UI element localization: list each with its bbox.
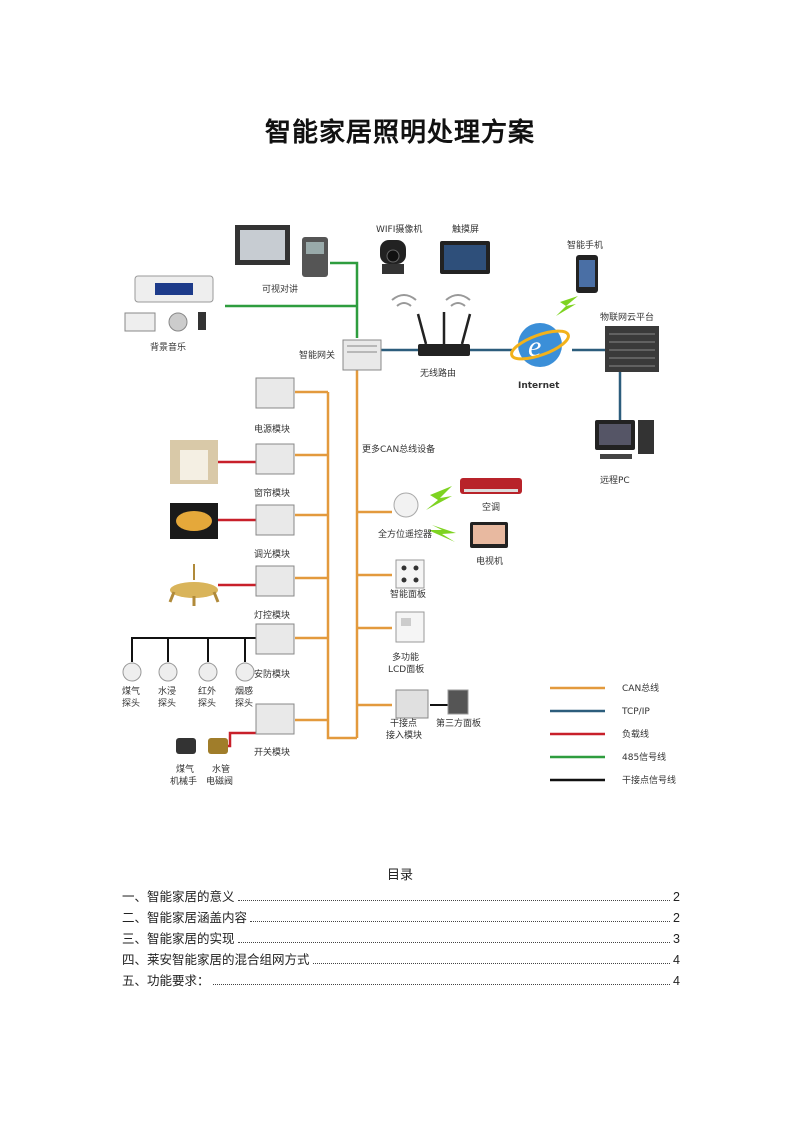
chandelier-icon — [170, 503, 218, 539]
label-water-valve-1: 水管 — [212, 763, 230, 775]
tv-icon — [470, 522, 508, 548]
label-water-probe-1: 水浸 — [158, 685, 176, 697]
label-water-probe-2: 探头 — [158, 697, 176, 709]
toc-leader-dots — [250, 921, 670, 922]
legend-label: 负载线 — [622, 728, 649, 740]
server-rack-icon — [605, 326, 659, 372]
toc-entry-page: 2 — [673, 911, 680, 925]
third-party-panel-icon — [448, 690, 468, 714]
legend-label: CAN总线 — [622, 682, 659, 694]
tcpip-lines — [380, 350, 620, 420]
label-wifi-camera: WIFI摄像机 — [376, 223, 422, 235]
dry-contact-module-icon — [396, 690, 428, 718]
label-curtain-module: 窗帘模块 — [254, 487, 290, 499]
label-switch-module: 开关模块 — [254, 746, 290, 758]
toc-leader-dots — [238, 900, 671, 901]
label-dry-contact-2: 接入模块 — [386, 729, 422, 741]
wireless-signal-icons — [392, 295, 470, 306]
curtain-icon — [170, 440, 218, 484]
toc-entry[interactable]: 一、智能家居的意义 2 — [122, 886, 680, 907]
video-intercom-icon — [235, 225, 328, 277]
label-internet: Internet — [518, 381, 560, 391]
can-bus-lines — [295, 370, 392, 738]
label-smart-panel: 智能面板 — [390, 588, 426, 600]
background-music-icon — [125, 276, 213, 331]
label-gas-arm-2: 机械手 — [170, 775, 197, 787]
toc-entry-page: 4 — [673, 974, 680, 988]
toc-entry[interactable]: 五、功能要求： 4 — [122, 970, 680, 991]
router-icon — [418, 312, 470, 356]
legend-label: 干接点信号线 — [622, 774, 676, 786]
gateway-icon — [343, 340, 381, 370]
label-gas-arm-1: 煤气 — [176, 763, 194, 775]
legend-label: 485信号线 — [622, 751, 666, 763]
smart-panel-icon — [396, 560, 424, 588]
rs485-lines — [225, 263, 357, 338]
toc-entry[interactable]: 三、智能家居的实现 3 — [122, 928, 680, 949]
label-ir-probe-1: 红外 — [198, 685, 216, 697]
label-tv: 电视机 — [476, 555, 503, 567]
label-gas-probe-2: 探头 — [122, 697, 140, 709]
toc-entry[interactable]: 二、智能家居涵盖内容 2 — [122, 907, 680, 928]
label-third-party-panel: 第三方面板 — [436, 717, 481, 729]
toc-entry-title: 五、功能要求： — [122, 970, 210, 989]
computer-icon — [595, 420, 654, 459]
label-router: 无线路由 — [420, 367, 456, 379]
toc-entry-title: 三、智能家居的实现 — [122, 928, 235, 947]
label-water-valve-2: 电磁阀 — [206, 775, 233, 787]
toc-entry[interactable]: 四、莱安智能家居的混合组网方式 4 — [122, 949, 680, 970]
label-aircon: 空调 — [482, 501, 500, 513]
label-remote-pc: 远程PC — [600, 475, 630, 486]
toc-entry-page: 2 — [673, 890, 680, 904]
label-light-module: 灯控模块 — [254, 609, 290, 621]
label-background-music: 背景音乐 — [150, 341, 186, 353]
lcd-panel-icon — [396, 612, 424, 642]
label-iot-cloud: 物联网云平台 — [600, 311, 654, 323]
label-smartphone: 智能手机 — [567, 239, 603, 251]
label-remote-controller: 全方位遥控器 — [378, 528, 432, 540]
toc-leader-dots — [238, 942, 671, 943]
label-lcd-panel-2: LCD面板 — [388, 663, 424, 675]
legend-label: TCP/IP — [621, 707, 650, 717]
label-video-intercom: 可视对讲 — [262, 283, 298, 295]
label-dimming-module: 调光模块 — [254, 548, 290, 560]
label-smoke-probe-2: 探头 — [235, 697, 253, 709]
smartphone-icon — [576, 255, 598, 293]
label-lcd-panel-1: 多功能 — [392, 651, 419, 663]
internet-icon: e — [508, 323, 571, 367]
toc-leader-dots — [313, 963, 671, 964]
label-gateway: 智能网关 — [299, 349, 335, 361]
label-dry-contact-1: 干接点 — [390, 717, 417, 729]
pendant-lamp-icon — [170, 564, 218, 606]
valve-icons — [176, 738, 228, 754]
label-ir-probe-2: 探头 — [198, 697, 216, 709]
toc-entry-title: 二、智能家居涵盖内容 — [122, 907, 247, 926]
toc-entry-title: 一、智能家居的意义 — [122, 886, 235, 905]
toc-leader-dots — [213, 984, 671, 985]
label-touchscreen: 触摸屏 — [452, 223, 479, 235]
table-of-contents: 一、智能家居的意义 2 二、智能家居涵盖内容 2 三、智能家居的实现 3 四、莱安智能家居的… — [122, 886, 680, 991]
wifi-camera-icon — [380, 240, 406, 274]
smart-home-network-diagram: 可视对讲 背景音乐 WIFI摄像机 触摸屏 智能手机 物联网云平台 智能网关 — [0, 0, 800, 820]
toc-entry-title: 四、莱安智能家居的混合组网方式 — [122, 949, 310, 968]
toc-heading: 目录 — [0, 864, 800, 883]
label-more-can: 更多CAN总线设备 — [362, 443, 435, 455]
toc-entry-page: 4 — [673, 953, 680, 967]
remote-controller-icon — [394, 493, 418, 517]
label-smoke-probe-1: 烟感 — [235, 685, 253, 697]
probe-icons — [123, 663, 254, 681]
label-power-module: 电源模块 — [254, 423, 290, 435]
label-gas-probe-1: 煤气 — [122, 685, 140, 697]
toc-entry-page: 3 — [673, 932, 680, 946]
label-security-module: 安防模块 — [254, 668, 290, 680]
aircon-icon — [460, 478, 522, 494]
touchscreen-icon — [440, 241, 490, 274]
